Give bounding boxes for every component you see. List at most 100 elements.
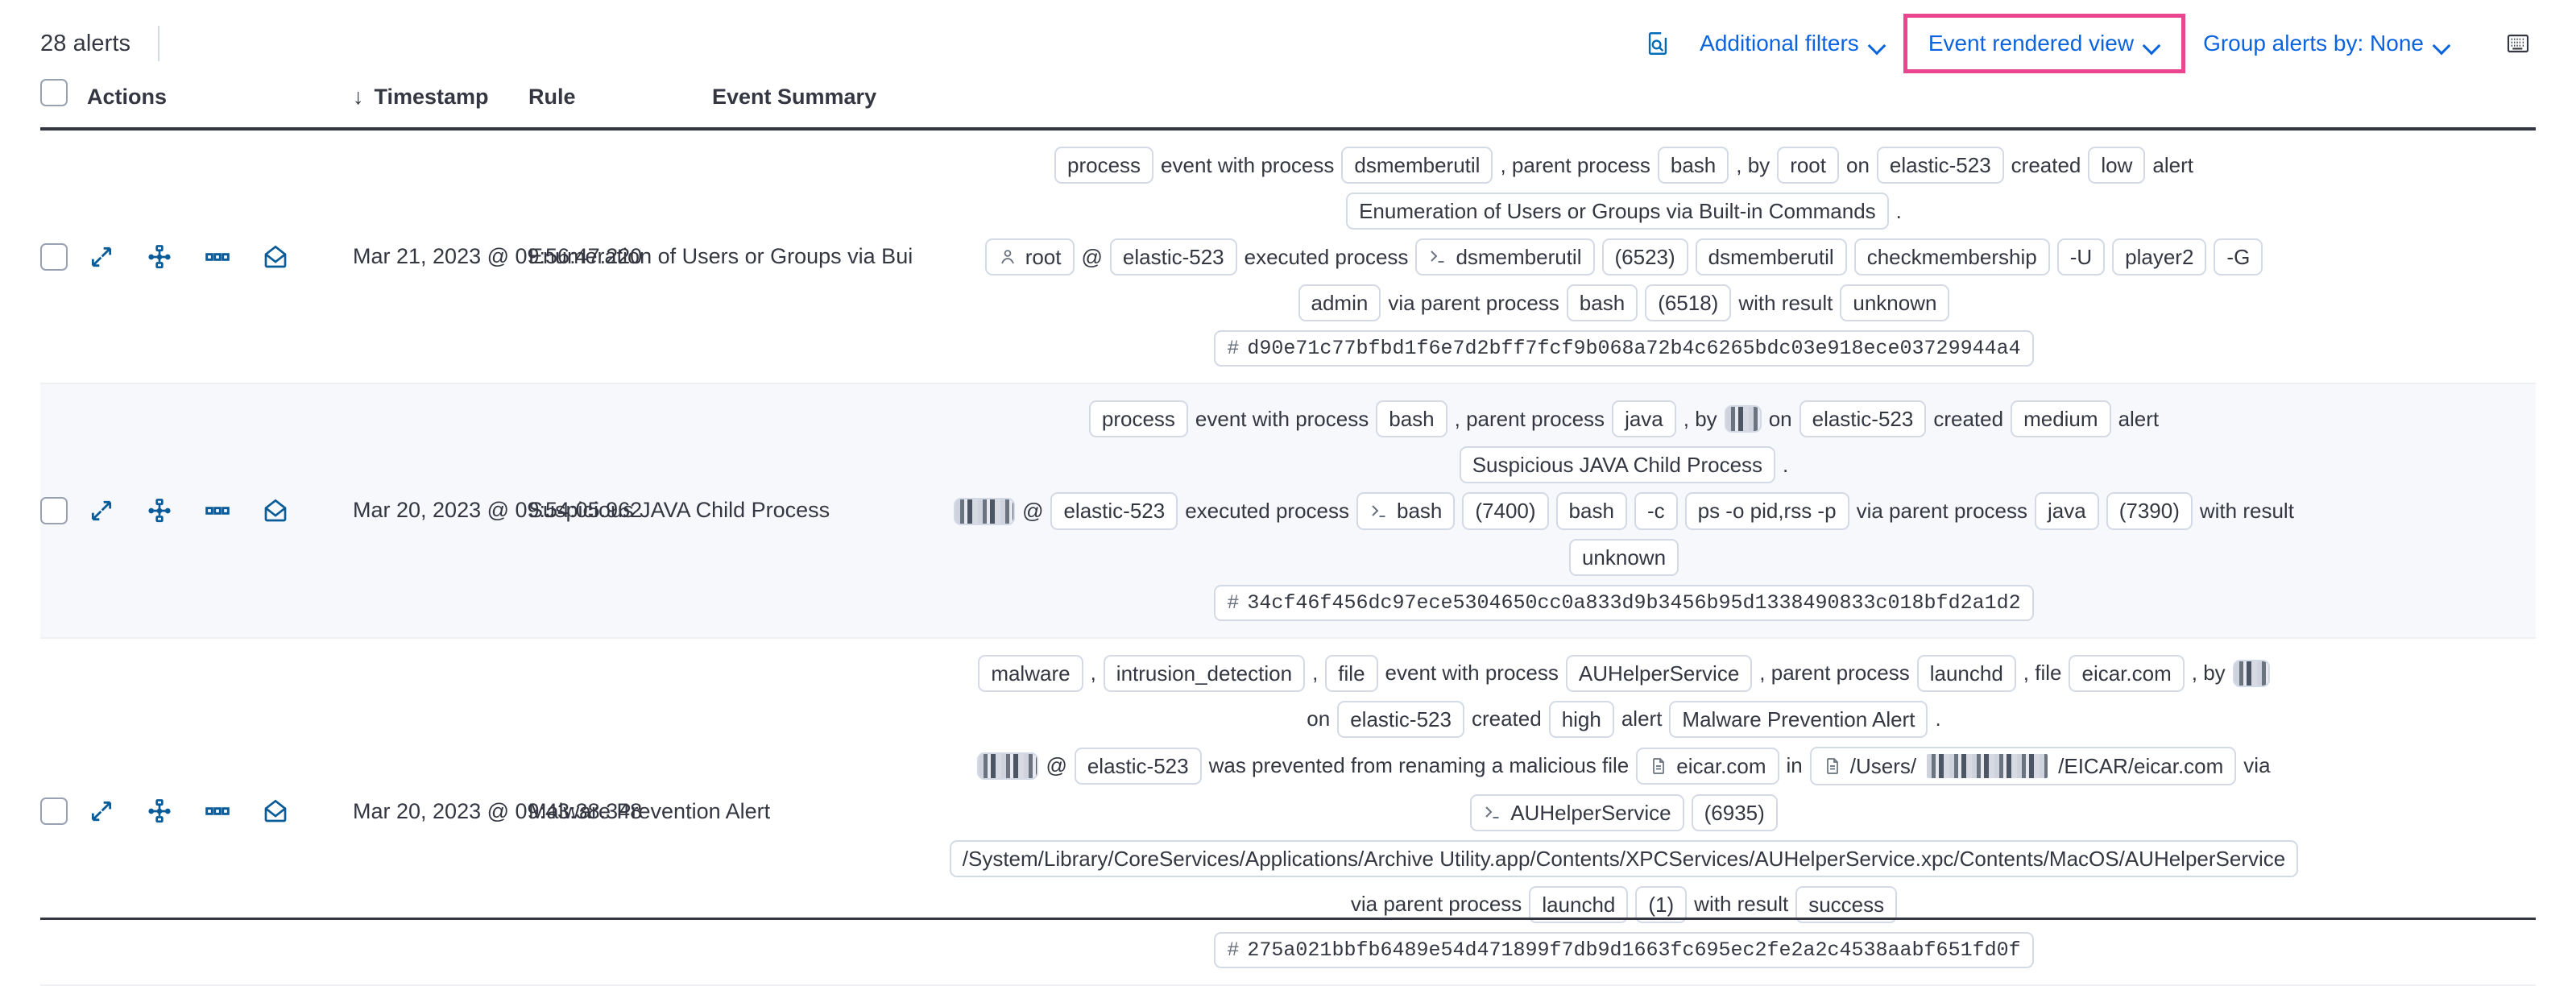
summary-line: #34cf46f456dc97ece5304650cc0a833d9b3456b… (1214, 584, 2034, 621)
row-actions-cell (87, 638, 353, 985)
chip-label: (7390) (2118, 499, 2180, 524)
chip-label: dsmemberutil (1708, 245, 1834, 270)
redacted-username (1927, 753, 2048, 778)
summary-text: @ (1046, 753, 1067, 778)
more-actions-icon[interactable] (203, 797, 232, 826)
summary-text: on (1768, 406, 1792, 431)
summary-text: event with process (1161, 152, 1335, 177)
chip-label: root (1025, 245, 1062, 270)
row-checkbox[interactable] (40, 798, 68, 826)
event-rendered-view-dropdown[interactable]: Event rendered view (1915, 23, 2173, 64)
summary-text: created (1933, 406, 2004, 431)
analyzer-icon[interactable] (145, 797, 174, 826)
row-checkbox[interactable] (40, 496, 68, 524)
chip-label: launchd (1929, 661, 2003, 686)
chip-label: success (1808, 892, 1885, 917)
summary-text: event with process (1195, 406, 1369, 431)
additional-filters-label: Additional filters (1700, 31, 1859, 56)
event-hash-chip[interactable]: #275a021bbfb6489e54d471899f7db9d1663fc69… (1214, 932, 2034, 969)
chip-label: checkmembership (1866, 245, 2037, 270)
summary-text: . (1935, 706, 1941, 731)
chip-label: (6518) (1658, 291, 1719, 316)
summary-text: @ (1081, 244, 1103, 269)
row-actions-cell (87, 129, 353, 383)
chip-label: java (1625, 407, 1663, 432)
toolbar-divider (158, 26, 160, 61)
chip-label: java (2048, 499, 2086, 524)
alerts-count: 28 alerts (40, 30, 131, 56)
event-hash-chip[interactable]: #34cf46f456dc97ece5304650cc0a833d9b3456b… (1214, 584, 2034, 621)
summary-text: via parent process (1388, 290, 1559, 315)
expand-icon[interactable] (87, 496, 116, 525)
chip-label: unknown (1581, 545, 1667, 570)
console-icon (1372, 504, 1385, 517)
analyzer-icon[interactable] (145, 496, 174, 525)
summary-text: . (1783, 452, 1789, 477)
rule-header: Rule (528, 85, 576, 109)
chip-label: (7400) (1475, 499, 1536, 524)
more-actions-icon[interactable] (203, 496, 232, 525)
summary-line: /System/Library/CoreServices/Application… (949, 839, 2299, 877)
rule-cell[interactable]: Suspicious JAVA Child Process (528, 498, 830, 523)
row-checkbox[interactable] (40, 242, 68, 271)
chip-label: malware (991, 661, 1071, 686)
chip-label: player2 (2125, 245, 2194, 270)
chip-label: ps -o pid,rss -p (1697, 499, 1837, 524)
redacted-user-value (2232, 659, 2270, 687)
session-view-icon[interactable] (261, 797, 290, 826)
chip-label: file (1338, 661, 1365, 686)
keyboard-shortcuts-icon[interactable] (2500, 26, 2536, 61)
event-hash-chip[interactable]: #d90e71c77bfbd1f6e7d2bff7fcf9b068a72b4c6… (1214, 330, 2034, 367)
rule-cell[interactable]: Malware Prevention Alert (528, 798, 771, 823)
chip-label: launchd (1542, 892, 1616, 917)
chip-label: elastic-523 (1889, 153, 1991, 177)
session-view-icon[interactable] (261, 242, 290, 271)
chip-label: Enumeration of Users or Groups via Built… (1359, 199, 1876, 224)
summary-text: on (1307, 706, 1331, 731)
chip-label: (6523) (1614, 245, 1675, 270)
select-all-checkbox[interactable] (40, 79, 68, 106)
expand-icon[interactable] (87, 797, 116, 826)
group-alerts-by-dropdown[interactable]: Group alerts by: None (2190, 23, 2463, 64)
actions-header: Actions (87, 85, 168, 109)
chip-label: AUHelperService (1510, 800, 1671, 825)
more-actions-icon[interactable] (203, 242, 232, 271)
summary-text: with result (1738, 290, 1833, 315)
analyzer-icon[interactable] (145, 242, 174, 271)
summary-line: unknown (1568, 538, 1679, 576)
session-view-icon[interactable] (261, 496, 290, 525)
summary-text: event with process (1385, 661, 1559, 686)
additional-filters-dropdown[interactable]: Additional filters (1687, 23, 1899, 64)
chip-label: bash (1579, 291, 1626, 316)
event-rendered-view-label: Event rendered view (1928, 31, 2135, 56)
chip-label: bash (1397, 499, 1443, 524)
chip-label: high (1561, 706, 1601, 731)
file-path-chip[interactable]: /Users//EICAR/eicar.com (1809, 746, 2237, 785)
chip-label: dsmemberutil (1354, 153, 1481, 177)
console-icon (1485, 806, 1499, 818)
summary-text: , file (2023, 661, 2062, 686)
rule-cell[interactable]: Enumeration of Users or Groups via Bui (528, 244, 913, 269)
chip-label: -c (1646, 499, 1665, 524)
summary-text: , (1312, 661, 1319, 686)
event-summary-header: Event Summary (712, 85, 877, 109)
summary-text: via parent process (1350, 892, 1522, 917)
hash-prefix: # (1227, 337, 1240, 361)
expand-icon[interactable] (87, 242, 116, 271)
hash-prefix: # (1227, 938, 1240, 963)
timestamp-header[interactable]: ↓ Timestamp (353, 72, 528, 129)
summary-text: alert (1621, 706, 1663, 731)
console-icon (1431, 251, 1444, 263)
inspect-icon[interactable] (1640, 26, 1675, 61)
